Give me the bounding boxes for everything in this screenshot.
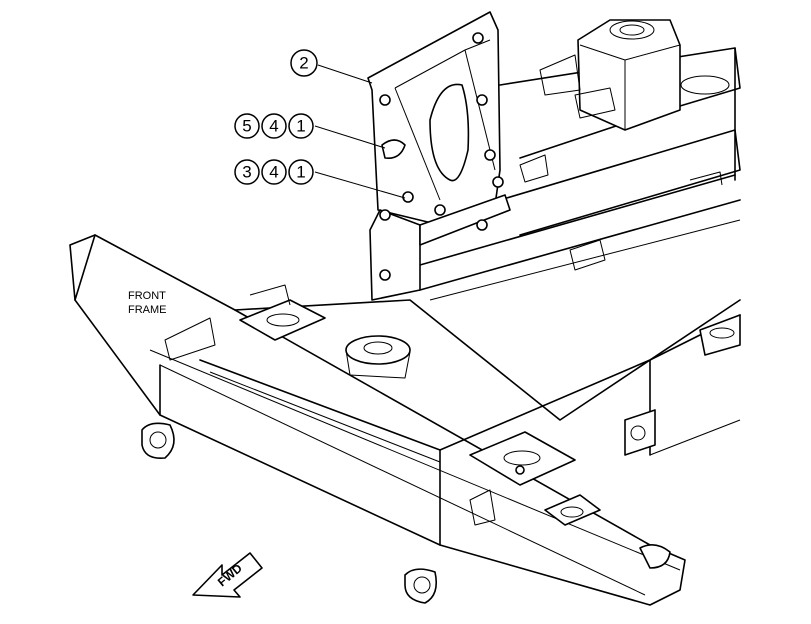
callout-part-5-4-1: 5 4 1 [234, 113, 386, 149]
front-frame-label: FRONT FRAME [128, 290, 167, 316]
front-frame [69, 154, 741, 606]
callout-541-digit-3: 1 [296, 117, 305, 136]
callout-541-digit-2: 4 [269, 117, 278, 136]
callout-341-digit-2: 4 [269, 163, 278, 182]
callout-2-number: 2 [299, 54, 308, 73]
mounting-bracket [367, 11, 511, 301]
front-frame-label-line1: FRONT [128, 290, 166, 302]
callout-341-digit-3: 1 [296, 163, 305, 182]
rear-frame [419, 19, 741, 301]
callout-341-digit-1: 3 [242, 163, 251, 182]
front-frame-label-line2: FRAME [128, 304, 167, 316]
callout-541-digit-1: 5 [242, 117, 251, 136]
callout-part-3-4-1: 3 4 1 [234, 159, 406, 199]
fwd-arrow: FWD [192, 552, 263, 598]
callout-part-2: 2 [290, 49, 373, 84]
